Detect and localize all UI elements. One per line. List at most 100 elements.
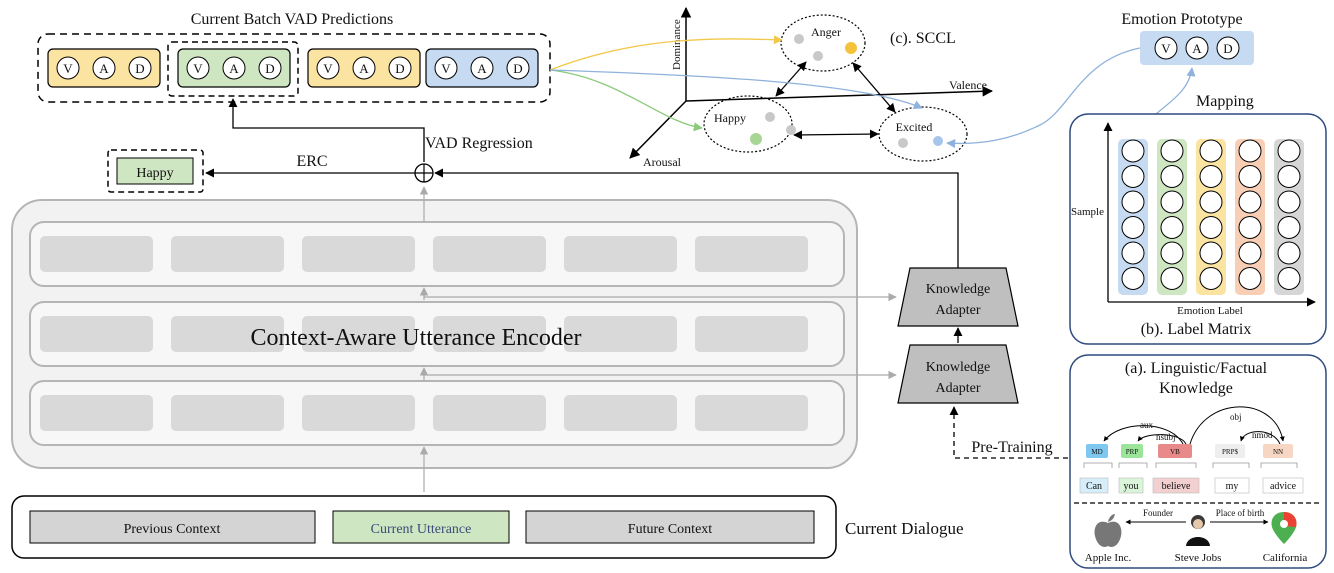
- matrix-cell: [1199, 139, 1223, 163]
- axis-dominance: Dominance: [671, 19, 683, 70]
- vad-circle: [186, 56, 210, 80]
- prototype-to-excited-arrow: [946, 47, 1141, 149]
- encoder-cell: [40, 236, 153, 272]
- svg-text:nmod: nmod: [1252, 430, 1273, 440]
- svg-text:D: D: [1223, 41, 1232, 56]
- encoder-cell: [695, 236, 808, 272]
- vad-letter: D: [265, 61, 274, 76]
- encoder-cell: [40, 395, 153, 431]
- sccl-space: [629, 6, 994, 159]
- future-context-label: Future Context: [628, 522, 712, 537]
- matrix-cell: [1121, 139, 1145, 163]
- adapter-to-fusion-arrow: [434, 168, 959, 268]
- word-token-label: my: [1226, 481, 1239, 492]
- pos-tag-label: PRP: [1126, 448, 1139, 456]
- matrix-cell: [1199, 165, 1223, 188]
- matrix-cell: [1277, 241, 1301, 265]
- encoder-cell: [171, 395, 284, 431]
- pos-tag: [1158, 444, 1192, 458]
- vad-circle: [128, 56, 152, 80]
- word-token: [1118, 477, 1144, 494]
- svg-text:aux: aux: [1140, 420, 1153, 430]
- vad-letter: D: [395, 61, 404, 76]
- encoder-cell: [40, 316, 153, 352]
- matrix-cell: [1277, 190, 1301, 214]
- vad-letter: A: [359, 61, 369, 76]
- pos-tag-label: MD: [1091, 448, 1102, 456]
- matrix-cell: [1160, 139, 1184, 163]
- cluster-anger: [780, 14, 866, 72]
- vad-letter: V: [441, 61, 451, 76]
- future-context-box: [525, 510, 815, 544]
- knowledge-adapter-top: Knowledge Adapter: [897, 267, 1019, 327]
- encoder-cell: [171, 316, 284, 352]
- matrix-cell: [1160, 241, 1184, 265]
- svg-text:Founder: Founder: [1143, 508, 1173, 518]
- word-token: [1262, 477, 1304, 494]
- word-token-label: believe: [1162, 481, 1191, 492]
- cluster-excited: [878, 106, 968, 162]
- svg-text:Knowledge: Knowledge: [926, 360, 991, 375]
- current-utterance-box: [332, 510, 510, 544]
- word-token-label: advice: [1270, 481, 1297, 492]
- encoder-rows: [29, 221, 845, 446]
- knowledge-panel: [1069, 354, 1327, 569]
- matrix-cell: [1199, 241, 1223, 265]
- axis-arousal: Arousal: [643, 155, 682, 169]
- batch-selected-frame: [167, 41, 299, 97]
- entity-jobs: Steve Jobs: [1175, 552, 1222, 564]
- encoder-cell: [695, 395, 808, 431]
- word-token: [1214, 477, 1250, 494]
- matrix-cell: [1277, 165, 1301, 188]
- matrix-cell: [1277, 216, 1301, 239]
- matrix-cell: [1238, 190, 1262, 214]
- knowledge-title-1: (a). Linguistic/Factual: [1125, 360, 1268, 377]
- matrix-cell: [1238, 139, 1262, 163]
- svg-text:Place of birth: Place of birth: [1216, 508, 1265, 518]
- vad-circle: [470, 56, 494, 80]
- encoder-cell: [564, 395, 677, 431]
- encoder-title: Context-Aware Utterance Encoder: [251, 325, 582, 351]
- current-dialogue-label: Current Dialogue: [845, 519, 964, 538]
- matrix-cell: [1199, 190, 1223, 214]
- mapping-label: Mapping: [1196, 93, 1254, 110]
- encoder-cell: [695, 316, 808, 352]
- pre-training-arrow: [949, 406, 1068, 459]
- previous-context-label: Previous Context: [124, 522, 221, 537]
- vad-circle: [506, 56, 530, 80]
- matrix-cell: [1238, 267, 1262, 290]
- matrix-cell: [1277, 267, 1301, 290]
- pos-tag: [1215, 444, 1245, 458]
- prototype-vad: V A D: [1154, 36, 1240, 60]
- word-token: [1079, 477, 1109, 494]
- encoder-cell: [564, 236, 677, 272]
- erc-output-box: [116, 157, 194, 185]
- matrix-cell: [1238, 165, 1262, 188]
- steve-jobs-portrait-icon: [1186, 515, 1210, 546]
- current-utterance-label: Current Utterance: [371, 522, 472, 537]
- svg-text:Anger: Anger: [811, 25, 841, 39]
- vad-letter: V: [193, 61, 203, 76]
- matrix-cell: [1277, 139, 1301, 163]
- knowledge-title-2: Knowledge: [1159, 380, 1233, 397]
- encoder-cell: [433, 395, 546, 431]
- matrix-xlabel: Emotion Label: [1177, 305, 1243, 317]
- pos-tag-label: VB: [1170, 448, 1180, 456]
- encoder-cell: [302, 395, 415, 431]
- axis-valence: Valence: [949, 78, 987, 92]
- erc-label: ERC: [296, 153, 327, 170]
- vad-circle: [352, 56, 376, 80]
- prototype-title: Emotion Prototype: [1121, 11, 1242, 28]
- matrix-cell: [1121, 267, 1145, 290]
- knowledge-adapter-bottom: Knowledge Adapter: [897, 344, 1019, 404]
- encoder-cell: [171, 236, 284, 272]
- vad-letter: A: [229, 61, 239, 76]
- matrix-columns: [1118, 139, 1304, 295]
- svg-text:Excited: Excited: [896, 120, 933, 134]
- batch-container: [37, 33, 551, 103]
- vad-circle: [388, 56, 412, 80]
- previous-context-box: [29, 510, 316, 544]
- word-token: [1152, 477, 1200, 494]
- vad-letter: V: [63, 61, 73, 76]
